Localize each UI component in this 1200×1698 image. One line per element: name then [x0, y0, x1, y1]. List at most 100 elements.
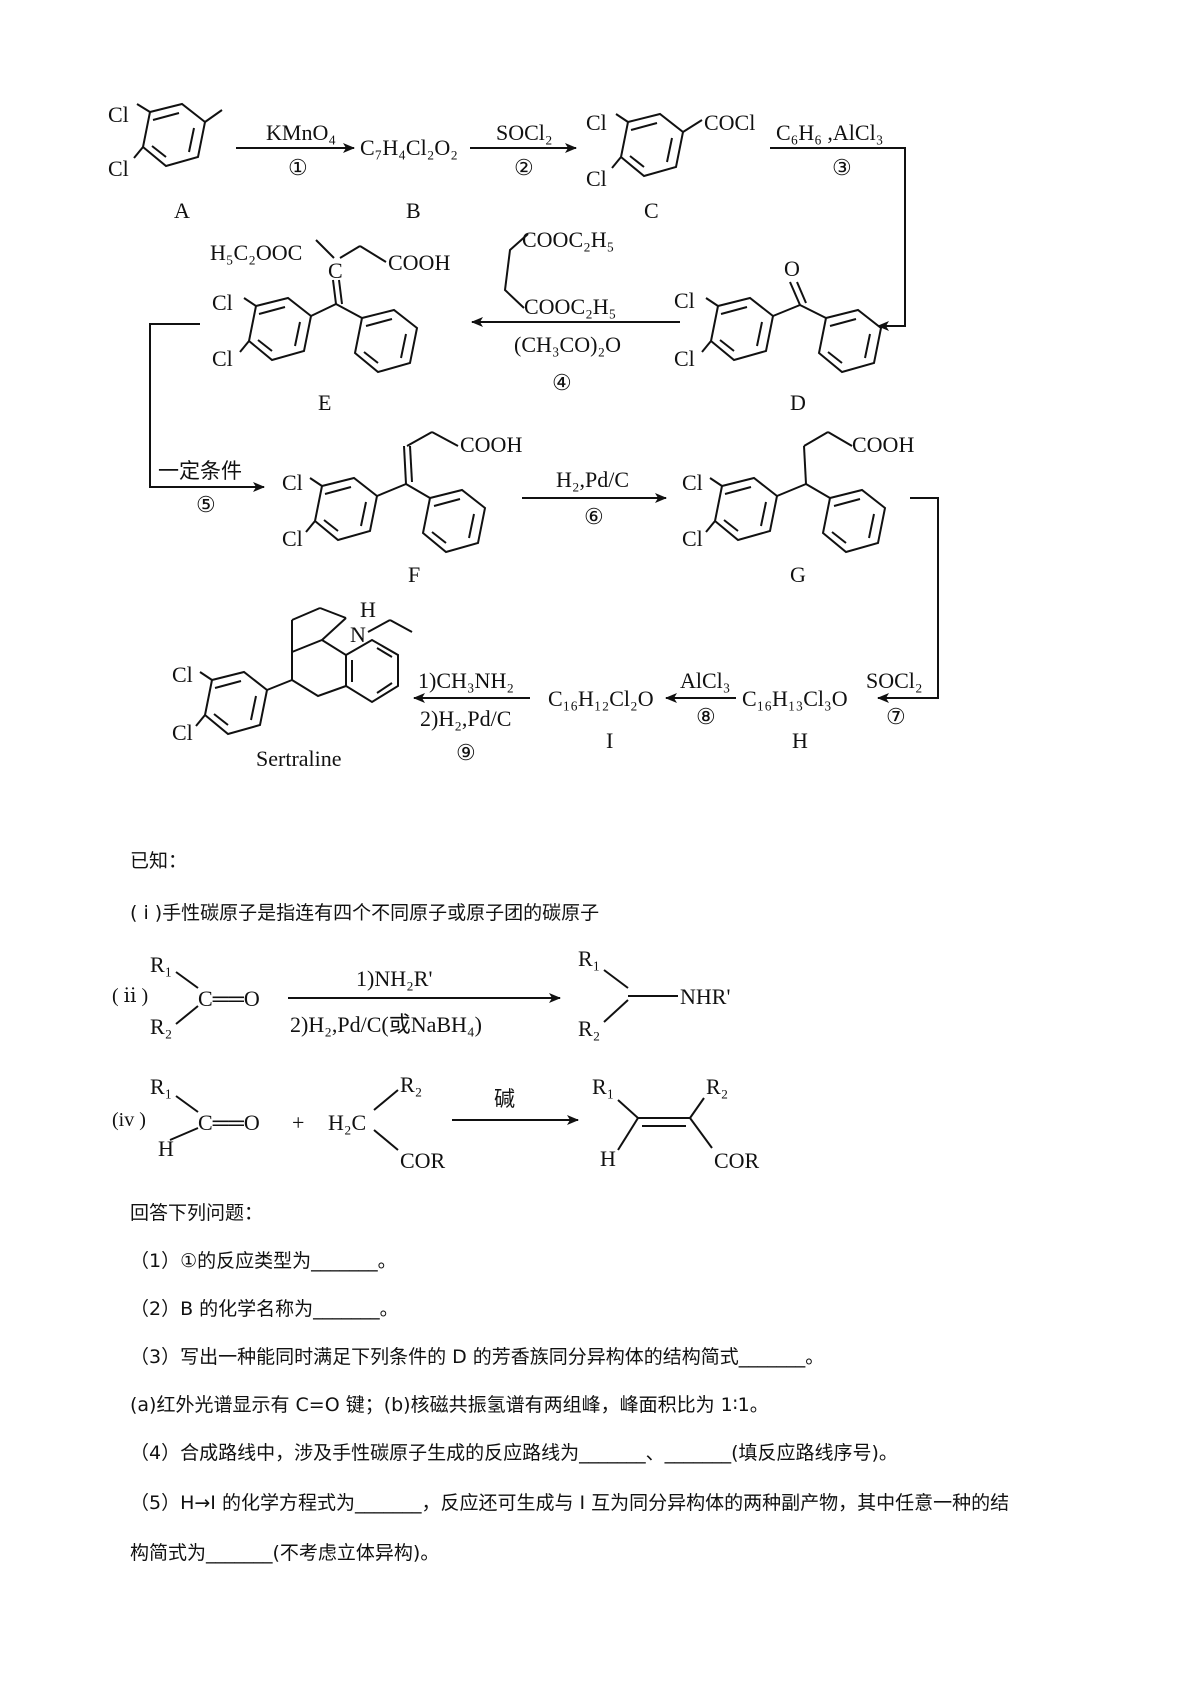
sertraline-cl-2: Cl: [172, 720, 193, 745]
c-cl-2: Cl: [586, 166, 607, 191]
c-cl-1: Cl: [586, 110, 607, 135]
step1-reagent: KMnO₄: [266, 120, 336, 145]
iv-r2: R₂: [400, 1072, 422, 1097]
f-acid: COOH: [460, 432, 522, 457]
label-d: D: [790, 390, 806, 415]
question-2: （2）B 的化学名称为_______。: [130, 1298, 399, 1320]
a-cl-1: Cl: [108, 102, 129, 127]
known-heading: 已知：: [130, 850, 188, 872]
known-i: ( ⅰ )手性碳原子是指连有四个不同原子或原子团的碳原子: [130, 902, 600, 924]
ii-prod-r2: R₂: [578, 1016, 600, 1041]
compound-sertraline: H N Cl Cl Sertraline: [172, 597, 413, 771]
label-sertraline: Sertraline: [256, 746, 342, 771]
iv-label: (iv ): [112, 1109, 146, 1131]
d-cl-1: Cl: [674, 288, 695, 313]
label-b: B: [406, 198, 421, 223]
step3-reagent: C₆H₆ ,AlCl₃: [776, 120, 883, 145]
compound-d: O Cl Cl D: [674, 256, 883, 415]
sertraline-cl-1: Cl: [172, 662, 193, 687]
e-ester: H₅C₂OOC: [210, 240, 302, 265]
iv-carbonyl: C══O: [198, 1110, 260, 1135]
step7-reagent: SOCl₂: [866, 668, 923, 693]
f-cl-1: Cl: [282, 470, 303, 495]
question-3: （3）写出一种能同时满足下列条件的 D 的芳香族同分异构体的结构简式______…: [130, 1346, 825, 1368]
iv-reagent: 碱: [494, 1087, 515, 1111]
iv-plus: +: [292, 1110, 304, 1135]
step1-num: ①: [288, 155, 308, 180]
c-cocl: COCl: [704, 110, 755, 135]
compound-f: COOH Cl Cl F: [282, 431, 522, 587]
iv-r1: R₁: [150, 1074, 172, 1099]
e-c: C: [328, 258, 343, 283]
label-f: F: [408, 562, 420, 587]
h-formula: C₁₆H₁₃Cl₃O: [742, 686, 848, 711]
iv-cor: COR: [400, 1148, 446, 1173]
question-4: （4）合成路线中，涉及手性碳原子生成的反应路线为_______、_______(…: [130, 1442, 898, 1464]
iv-h2c: H₂C: [328, 1110, 366, 1135]
g-acid: COOH: [852, 432, 914, 457]
step2-reagent: SOCl₂: [496, 120, 553, 145]
compound-e: H₅C₂OOC C COOH Cl Cl E: [210, 239, 450, 415]
ii-prod-group: NHR': [680, 984, 730, 1009]
g-cl-1: Cl: [682, 470, 703, 495]
ii-reagent2: 2)H₂,Pd/C(或NaBH₄): [290, 1012, 482, 1037]
label-e: E: [318, 390, 331, 415]
known-reaction-iv: (iv ) R₁ H C══O + H₂C R₂ COR 碱 R₁ H R₂ C…: [112, 1072, 760, 1173]
e-acid: COOH: [388, 250, 450, 275]
step3-num: ③: [832, 155, 852, 180]
label-c: C: [644, 198, 659, 223]
question-3-conditions: (a)红外光谱显示有 C=O 键；(b)核磁共振氢谱有两组峰，峰面积比为 1∶1…: [130, 1394, 769, 1416]
iv-prod-cor: COR: [714, 1148, 760, 1173]
compound-c: Cl Cl COCl C: [586, 110, 755, 223]
arrow-5: [149, 323, 265, 492]
sertraline-n: N: [350, 622, 366, 647]
step9-reagent2: 2)H₂,Pd/C: [420, 706, 511, 731]
label-i: I: [606, 728, 613, 753]
question-1: （1）①的反应类型为_______。: [130, 1250, 397, 1272]
malonate-chain: [503, 233, 529, 309]
g-cl-2: Cl: [682, 526, 703, 551]
step4-reagent3: (CH₃CO)₂O: [514, 332, 621, 357]
compound-g: COOH Cl Cl G: [682, 431, 914, 587]
b-formula: C₇H₄Cl₂O₂: [360, 135, 458, 160]
arrow-7: [877, 497, 939, 703]
step4-reagent2: COOC₂H₅: [524, 294, 616, 319]
ii-r1: R₁: [150, 952, 172, 977]
step7-num: ⑦: [886, 704, 906, 729]
step2-num: ②: [514, 155, 534, 180]
sertraline-nh-h: H: [360, 597, 376, 622]
iv-h: H: [158, 1136, 174, 1161]
i-formula: C₁₆H₁₂Cl₂O: [548, 686, 654, 711]
known-reaction-ii: ( ⅱ ) R₁ R₂ C══O 1)NH₂R' 2)H₂,Pd/C(或NaBH…: [112, 946, 730, 1041]
label-h: H: [792, 728, 808, 753]
ii-prod-r1: R₁: [578, 946, 600, 971]
iv-prod-h: H: [600, 1146, 616, 1171]
iv-prod-r2: R₂: [706, 1074, 728, 1099]
step5-reagent: 一定条件: [158, 459, 242, 483]
step6-num: ⑥: [584, 504, 604, 529]
ii-reagent1: 1)NH₂R': [356, 966, 432, 991]
label-a: A: [174, 198, 190, 223]
question-5-line2: 构简式为_______(不考虑立体异构)。: [130, 1542, 440, 1564]
iv-prod-r1: R₁: [592, 1074, 614, 1099]
step8-reagent: AlCl₃: [680, 668, 730, 693]
step9-num: ⑨: [456, 740, 476, 765]
step6-reagent: H₂,Pd/C: [556, 467, 629, 492]
questions-heading: 回答下列问题：: [130, 1202, 264, 1224]
ii-r2: R₂: [150, 1014, 172, 1039]
a-cl-2: Cl: [108, 156, 129, 181]
ii-carbonyl: C══O: [198, 986, 260, 1011]
step8-num: ⑧: [696, 704, 716, 729]
d-o: O: [784, 256, 800, 281]
e-cl-2: Cl: [212, 346, 233, 371]
step5-num: ⑤: [196, 492, 216, 517]
e-cl-1: Cl: [212, 290, 233, 315]
step4-reagent1: COOC₂H₅: [522, 227, 614, 252]
ii-label: ( ⅱ ): [112, 985, 148, 1007]
question-5-line1: （5）H→I 的化学方程式为_______，反应还可生成与 I 互为同分异构体的…: [130, 1492, 1010, 1514]
f-cl-2: Cl: [282, 526, 303, 551]
step4-num: ④: [552, 370, 572, 395]
d-cl-2: Cl: [674, 346, 695, 371]
arrow-3: [770, 147, 906, 331]
